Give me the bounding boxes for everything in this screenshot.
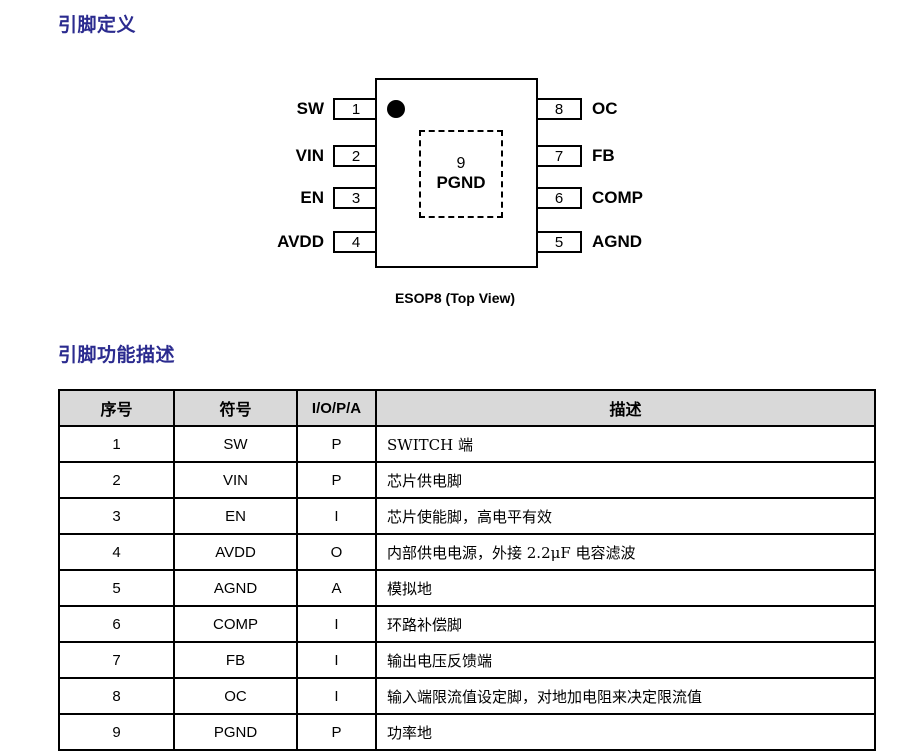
- cell-pin-symbol: EN: [173, 497, 298, 535]
- cell-pin-symbol: PGND: [173, 713, 298, 751]
- cell-pin-description: 内部供电电源，外接 2.2μF 电容滤波: [375, 533, 876, 571]
- pin-lead-8: 8: [536, 98, 582, 120]
- cell-pin-number: 6: [58, 605, 175, 643]
- cell-pin-symbol: AVDD: [173, 533, 298, 571]
- cell-pin-number: 5: [58, 569, 175, 607]
- pin-label-vin: VIN: [295, 146, 324, 165]
- cell-pin-symbol: COMP: [173, 605, 298, 643]
- package-diagram: 1 2 3 4 SW VIN EN AVDD 8 7 6 5 OC FB COM…: [0, 60, 910, 325]
- pin-label-fb: FB: [592, 146, 615, 165]
- cell-pin-iopa: O: [296, 533, 377, 571]
- column-header-symbol: 符号: [173, 389, 298, 427]
- cell-pin-iopa: I: [296, 677, 377, 715]
- pin-lead-7: 7: [536, 145, 582, 167]
- diagram-caption: ESOP8 (Top View): [394, 290, 516, 306]
- cell-pin-iopa: I: [296, 605, 377, 643]
- cell-pin-iopa: P: [296, 713, 377, 751]
- cell-pin-number: 9: [58, 713, 175, 751]
- pin-lead-4: 4: [333, 231, 379, 253]
- pin-lead-6: 6: [536, 187, 582, 209]
- pin-lead-1: 1: [333, 98, 379, 120]
- page-title-pin-definition: 引脚定义: [58, 14, 137, 36]
- pin-label-comp: COMP: [592, 188, 643, 207]
- cell-pin-symbol: FB: [173, 641, 298, 679]
- exposed-thermal-pad: 9 PGND: [419, 130, 503, 218]
- table-header-row: 序号 符号 I/O/P/A 描述: [58, 389, 876, 427]
- pin-lead-3: 3: [333, 187, 379, 209]
- pin-label-en: EN: [300, 188, 324, 207]
- cell-pin-iopa: I: [296, 641, 377, 679]
- pin-lead-5: 5: [536, 231, 582, 253]
- cell-pin-description: SWITCH 端: [375, 425, 876, 463]
- cell-pin-symbol: AGND: [173, 569, 298, 607]
- cell-pin-iopa: P: [296, 425, 377, 463]
- pin-one-marker-dot: [387, 100, 405, 118]
- cell-pin-symbol: SW: [173, 425, 298, 463]
- cell-pin-iopa: I: [296, 497, 377, 535]
- cell-pin-iopa: P: [296, 461, 377, 499]
- page-title-pin-function: 引脚功能描述: [58, 344, 176, 366]
- cell-pin-number: 2: [58, 461, 175, 499]
- cell-pin-symbol: VIN: [173, 461, 298, 499]
- pin-label-agnd: AGND: [592, 232, 643, 251]
- exposed-pad-label: PGND: [436, 173, 486, 192]
- cell-pin-number: 1: [58, 425, 175, 463]
- column-header-iopa: I/O/P/A: [296, 389, 377, 427]
- cell-pin-description: 输出电压反馈端: [375, 641, 876, 679]
- cell-pin-description: 芯片供电脚: [375, 461, 876, 499]
- cell-pin-description: 芯片使能脚，高电平有效: [375, 497, 876, 535]
- column-header-number: 序号: [58, 389, 175, 427]
- cell-pin-number: 3: [58, 497, 175, 535]
- column-header-description: 描述: [375, 389, 876, 427]
- pin-label-avdd: AVDD: [277, 232, 324, 251]
- exposed-pad-number: 9: [456, 155, 466, 172]
- pin-label-oc: OC: [592, 99, 618, 118]
- cell-pin-number: 4: [58, 533, 175, 571]
- cell-pin-description: 功率地: [375, 713, 876, 751]
- cell-pin-description: 输入端限流值设定脚，对地加电阻来决定限流值: [375, 677, 876, 715]
- pin-lead-2: 2: [333, 145, 379, 167]
- pin-label-sw: SW: [296, 99, 324, 118]
- cell-pin-number: 8: [58, 677, 175, 715]
- cell-pin-symbol: OC: [173, 677, 298, 715]
- cell-pin-iopa: A: [296, 569, 377, 607]
- cell-pin-number: 7: [58, 641, 175, 679]
- cell-pin-description: 环路补偿脚: [375, 605, 876, 643]
- cell-pin-description: 模拟地: [375, 569, 876, 607]
